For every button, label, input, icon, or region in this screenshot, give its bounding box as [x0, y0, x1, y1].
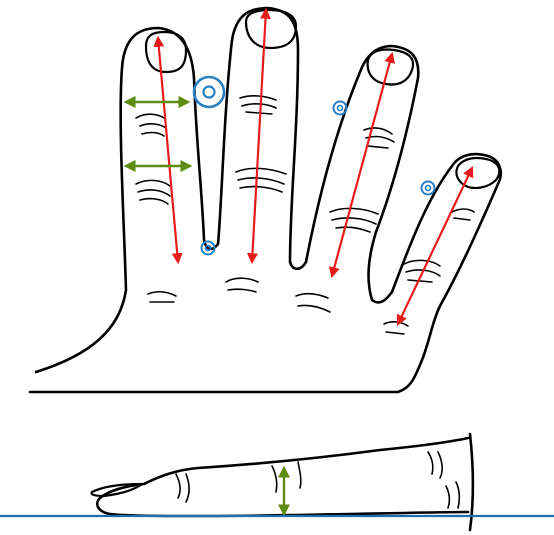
- palm-crease-index: [148, 292, 176, 302]
- finger-side-crease-1: [176, 474, 189, 502]
- middle-crease-2: [236, 168, 286, 192]
- finger-side-crease-3: [428, 452, 459, 508]
- hand-outline: [30, 8, 501, 392]
- finger-side-crease-2: [272, 462, 301, 492]
- middle-crease-1: [240, 96, 276, 114]
- ring-crease-2: [330, 208, 378, 232]
- ring-marker-small-2: [334, 102, 347, 115]
- little-nail: [456, 158, 499, 188]
- ring-marker-small-3: [422, 182, 435, 195]
- little-crease-1: [452, 209, 474, 220]
- palm-crease-little: [384, 322, 408, 334]
- middle-length-arrow: [252, 10, 266, 262]
- finger-width-arrows: [126, 102, 190, 166]
- palm-crease-ring: [296, 294, 330, 312]
- index-crease-2: [136, 180, 170, 204]
- hand-top-view: [30, 8, 501, 392]
- palm-crease-middle: [226, 278, 258, 292]
- ring-nail: [368, 49, 413, 84]
- ring-length-arrow: [332, 54, 392, 276]
- finger-length-arrows: [158, 10, 472, 324]
- index-crease-1: [136, 114, 166, 136]
- ring-marker-large: [194, 77, 224, 107]
